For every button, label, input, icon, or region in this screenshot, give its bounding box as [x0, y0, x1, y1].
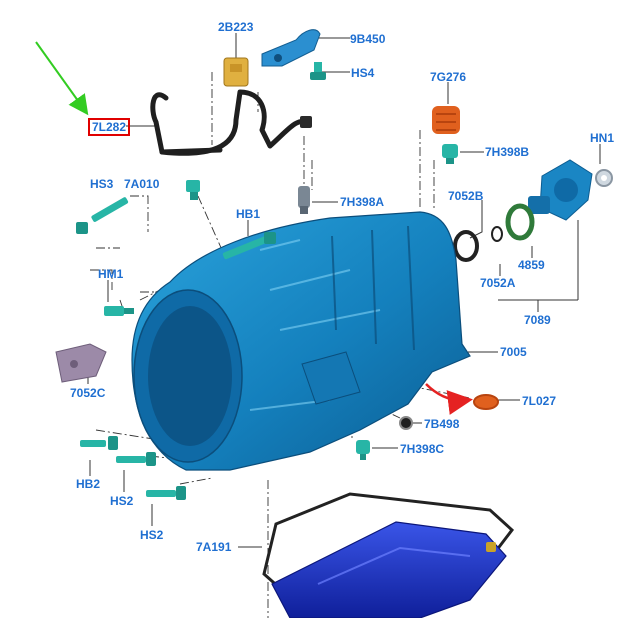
callout-7b498: 7B498 — [424, 417, 460, 431]
oring-7052a — [491, 226, 503, 242]
output-flange-7089 — [528, 159, 593, 221]
bracket-7052c — [55, 343, 107, 383]
callout-7005: 7005 — [500, 345, 527, 359]
green-pointer-arrow-icon — [35, 41, 89, 116]
seal-4859 — [505, 203, 535, 241]
leader-7089 — [498, 220, 579, 312]
callout-7h398b: 7H398B — [485, 145, 530, 159]
connector-2b223 — [223, 57, 249, 87]
sensor-7h398a — [298, 186, 310, 214]
callout-7h398c: 7H398C — [400, 442, 445, 456]
seal-7052b — [453, 230, 479, 262]
plug-7a010 — [186, 180, 200, 200]
bolt-hs2-lower — [146, 486, 186, 500]
callout-7g276: 7G276 — [430, 70, 467, 84]
wiring-harness-7l282 — [150, 89, 312, 156]
seal-7l027 — [473, 394, 499, 410]
callout-7089: 7089 — [524, 313, 551, 327]
callout-hs2-upper: HS2 — [110, 494, 134, 508]
callout-7l282-highlighted: 7L282 — [88, 118, 131, 136]
bracket-9b450 — [261, 29, 321, 67]
callout-7052c: 7052C — [70, 386, 106, 400]
sensor-7h398b — [442, 144, 458, 164]
red-curved-arrow-icon — [425, 383, 473, 415]
nut-hn1 — [595, 169, 613, 187]
transmission-housing-7005 — [131, 211, 471, 471]
bolt-hs2-upper — [116, 452, 156, 466]
bolt-hm1 — [104, 306, 134, 316]
callout-7a191: 7A191 — [196, 540, 232, 554]
callout-hb2: HB2 — [76, 477, 101, 491]
bolt-hb2 — [80, 436, 118, 450]
callout-7l027: 7L027 — [522, 394, 557, 408]
callout-7a010: 7A010 — [124, 177, 160, 191]
oil-pan — [271, 521, 507, 618]
seal-7g276 — [432, 106, 460, 134]
bolt-hs3 — [76, 197, 129, 234]
callout-hm1: HM1 — [98, 267, 124, 281]
bolt-hb1 — [222, 232, 276, 260]
callout-9b450: 9B450 — [350, 32, 386, 46]
leader-lines — [87, 33, 601, 548]
seal-7b498 — [399, 416, 413, 430]
callout-2b223: 2B223 — [218, 20, 254, 34]
callout-4859: 4859 — [518, 258, 545, 272]
bolt-hs4 — [310, 62, 326, 80]
sensor-7h398c — [356, 440, 370, 460]
callout-7h398a: 7H398A — [340, 195, 385, 209]
callout-7052b: 7052B — [448, 189, 484, 203]
callout-hs2-lower: HS2 — [140, 528, 164, 542]
callout-hb1: HB1 — [236, 207, 261, 221]
callout-hs3: HS3 — [90, 177, 114, 191]
callout-hs4: HS4 — [351, 66, 375, 80]
center-lines — [90, 72, 471, 618]
callout-7052a: 7052A — [480, 276, 516, 290]
callout-hn1: HN1 — [590, 131, 615, 145]
